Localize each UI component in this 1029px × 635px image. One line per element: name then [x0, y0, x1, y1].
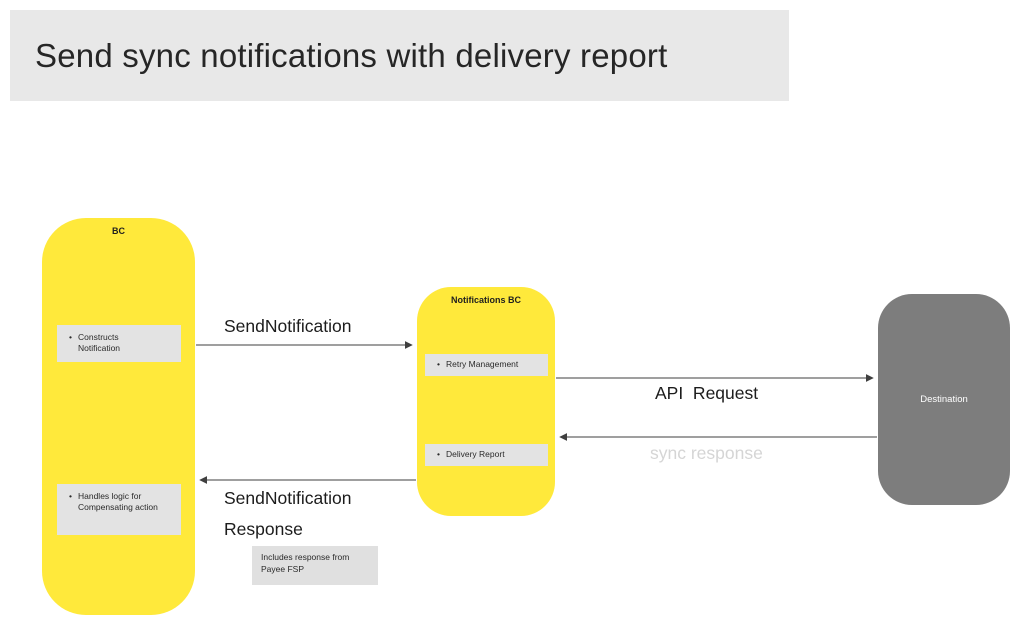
- api-request-label: API Request: [655, 383, 759, 403]
- bc-item-handles-text: Handles logic for Compensating action: [77, 491, 158, 513]
- payee-fsp-note: Includes response from Payee FSP: [252, 546, 378, 585]
- page-title: Send sync notifications with delivery re…: [35, 36, 668, 74]
- send-notification-label: SendNotification: [224, 316, 352, 336]
- notifications-item-delivery-text: Delivery Report: [445, 449, 505, 459]
- notifications-bc-node-label: Notifications BC: [450, 295, 521, 305]
- notifications-item-retry-management: Retry Management: [425, 354, 548, 376]
- sync-response-label: sync response: [650, 443, 763, 463]
- bc-node: BC Constructs Notification Handles logic…: [42, 218, 195, 615]
- destination-node: Destination: [878, 294, 1010, 505]
- title-bar: Send sync notifications with delivery re…: [10, 10, 789, 101]
- notifications-bc-node: Notifications BC Retry Management Delive…: [417, 287, 555, 516]
- bc-node-label: BC: [112, 226, 125, 236]
- notifications-item-retry-text: Retry Management: [445, 359, 519, 369]
- bc-item-constructs-text: Constructs Notification: [77, 332, 121, 354]
- send-notification-response-label: SendNotification Response: [224, 488, 352, 539]
- bc-item-constructs-notification: Constructs Notification: [57, 325, 181, 362]
- destination-node-label: Destination: [920, 394, 968, 405]
- notifications-item-delivery-report: Delivery Report: [425, 444, 548, 466]
- bc-item-handles-logic: Handles logic for Compensating action: [57, 484, 181, 535]
